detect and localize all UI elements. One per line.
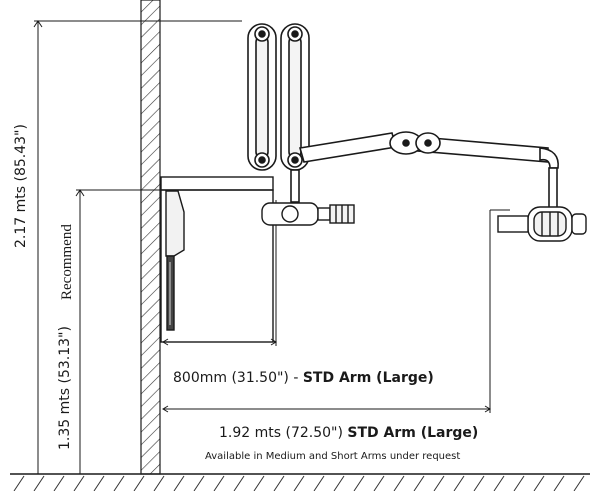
mount-height-label: 1.35 mts (53.13") [57,326,73,450]
folded-arm [247,23,310,203]
long-arm-dimension: 1.92 mts (72.50") STD Arm (Large) [219,425,478,441]
wall-bracket [160,176,274,343]
wall [140,0,161,475]
short-arm-name: STD Arm (Large) [302,370,434,386]
long-arm-name: STD Arm (Large) [347,425,479,441]
recommend-label: Recommend [59,224,75,300]
long-arm-length: 1.92 mts (72.50") [219,425,348,441]
xray-head-folded [261,202,355,226]
xray-head-extended [497,206,587,242]
total-height-label: 2.17 mts (85.43") [13,124,29,248]
short-arm-dimension: 800mm (31.50") - STD Arm (Large) [173,370,434,386]
dimension-lines [33,20,510,474]
availability-note: Available in Medium and Short Arms under… [205,451,461,462]
floor [10,473,590,491]
extended-arm [298,131,559,209]
short-arm-length: 800mm (31.50") - [173,370,303,386]
